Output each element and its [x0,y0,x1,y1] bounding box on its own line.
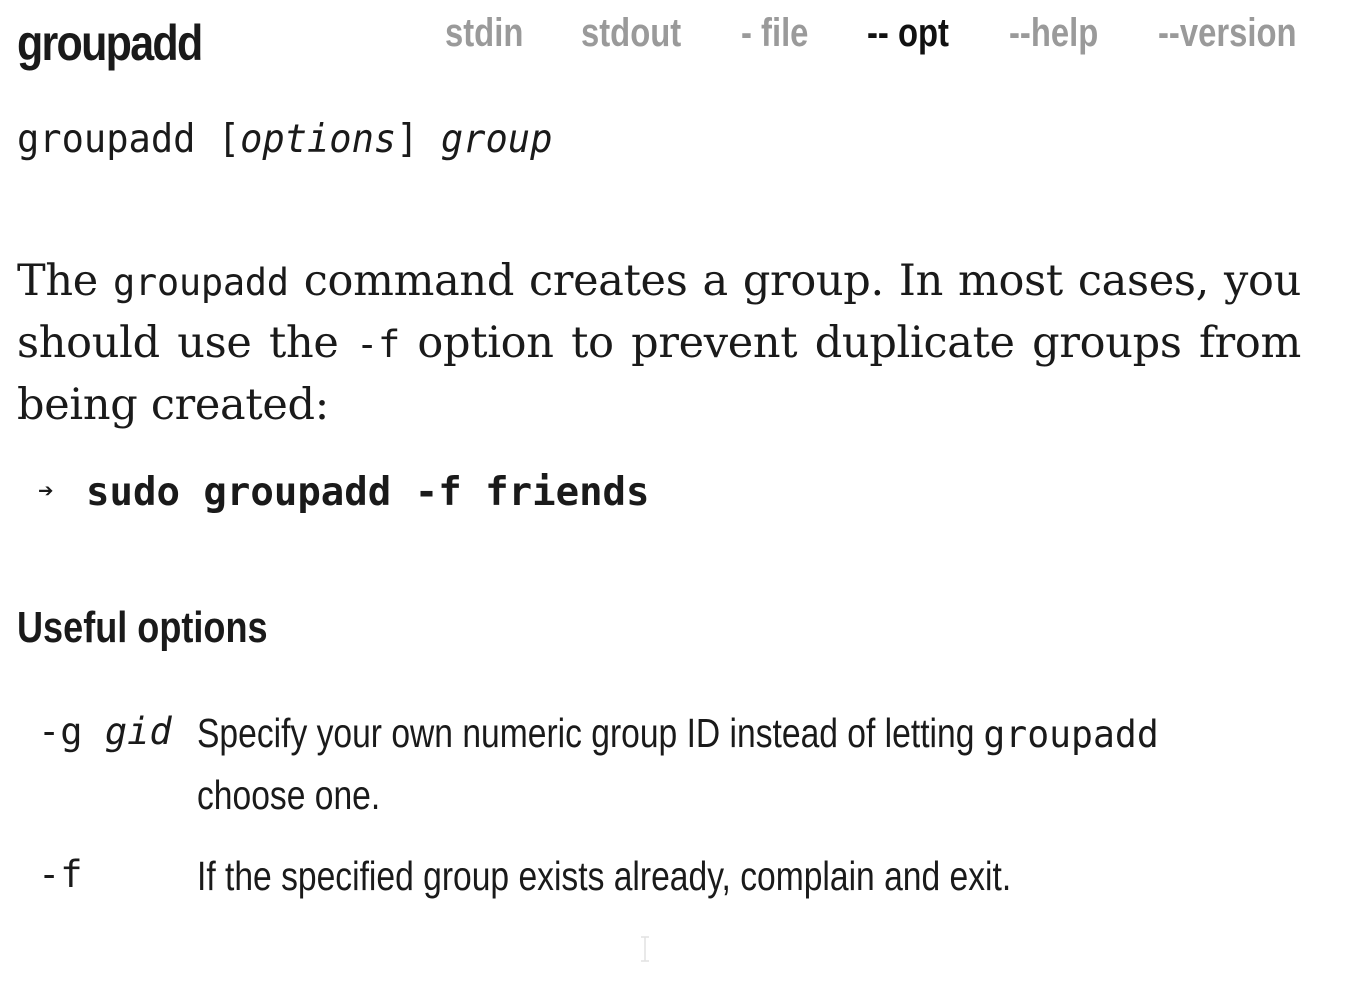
command-title: groupadd [17,15,203,71]
description-text: The [17,256,113,306]
option-description: Specify your own numeric group ID instea… [197,703,1263,825]
description-text: option to prevent duplicate groups from … [17,318,1301,430]
flag-help: --help [1009,11,1099,55]
synopsis-command: groupadd [17,117,196,162]
option-flag-arg: gid [104,710,172,753]
flag-version: --version [1158,11,1297,55]
option-description-text: choose one. [197,772,381,818]
inline-code-groupadd: groupadd [983,713,1160,756]
flag-opt: -- opt [867,11,949,55]
synopsis-group: group [440,117,553,162]
inline-code-groupadd: groupadd [112,261,289,304]
io-flags-bar: stdin stdout - file -- opt --help --vers… [0,8,1367,64]
synopsis-options: options [240,117,397,162]
option-flag: -g gid [38,703,172,761]
flag-stdout: stdout [581,11,682,55]
inline-code-f: -f [356,323,400,366]
flag-stdin: stdin [445,11,524,55]
option-flag: -f [38,846,83,904]
example-command-text: sudo groupadd -f friends [86,470,650,515]
option-flag-name: -f [38,853,83,896]
synopsis: groupadd [options] group [17,117,553,162]
option-description: If the specified group exists already, c… [197,846,1263,906]
flag-file: - file [741,11,809,55]
example-command: ➔ sudo groupadd -f friends [38,466,650,522]
description-text: command creates a group. In most cases, … [17,256,1301,368]
useful-options-heading: Useful options [17,603,268,652]
option-description-text: If the specified group exists already, c… [197,853,1012,899]
arrow-right-icon: ➔ [38,475,54,506]
option-flag-name: -g [38,710,83,753]
text-cursor-icon [641,936,649,962]
option-description-text: Specify your own numeric group ID instea… [197,710,984,756]
description-paragraph: The groupadd command creates a group. In… [17,251,1301,436]
